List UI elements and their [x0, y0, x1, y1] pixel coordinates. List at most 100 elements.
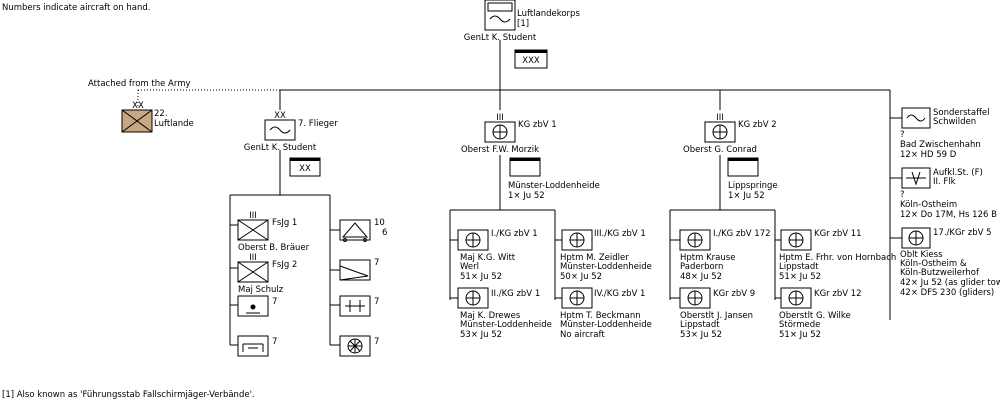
- support-e-count: 7: [374, 297, 379, 307]
- kg2-g4-base: Störmede: [779, 320, 820, 330]
- support-unit-d: 7: [339, 258, 379, 281]
- support-b-count: 7: [272, 337, 277, 347]
- support-a-count: 7: [272, 297, 277, 307]
- support-f-count: 7: [374, 337, 379, 347]
- aufkl-q: ?: [900, 190, 905, 200]
- kg1-g2-base: Münster-Loddenheide: [460, 320, 552, 330]
- support-unit-e: 7: [339, 295, 379, 317]
- kgr5-name: 17./KGr zbV 5: [933, 228, 992, 238]
- kg1-g4-name: IV./KG zbV 1: [594, 289, 645, 299]
- kg2-g3-ac: 51× Ju 52: [779, 272, 821, 282]
- army-unit: XX 22. Luftlande: [121, 101, 194, 133]
- supply-symbol: [237, 335, 269, 357]
- aufkl-name: Aufkl.St. (F): [933, 168, 983, 178]
- kg2-g2-base: Lippstadt: [680, 320, 720, 330]
- kgr5-ac-1: 42× Ju 52 (as glider tows): [900, 278, 1000, 288]
- artillery-symbol: [339, 219, 371, 241]
- sonderstaffel-unit: Sonderstaffel Schwilden ? Bad Zwischenha…: [900, 107, 990, 160]
- kg2-g2-ac: 53× Ju 52: [680, 330, 722, 340]
- hq-flag-size: XXX: [522, 56, 540, 66]
- hq-name: Luftlandekorps: [517, 9, 580, 19]
- fsjg1-name: FsJg 1: [272, 218, 297, 228]
- signal-symbol: [339, 259, 371, 281]
- connector-lines: [137, 40, 902, 346]
- kg1-g2-cmd: Maj K. Drewes: [460, 311, 521, 321]
- support-c-count-2: 6: [382, 228, 387, 238]
- kg2-g2-cmd: Oberstlt J. Jansen: [680, 311, 753, 321]
- flieger-name: 7. Flieger: [298, 119, 338, 129]
- army-name-2: Luftlande: [154, 119, 194, 129]
- kg1-group-3: III./KG zbV 1 Hptm M. Zeidler Münster-Lo…: [560, 229, 652, 282]
- kg1-g1-cmd: Maj K.G. Witt: [460, 253, 516, 263]
- aufkl-ac: 12× Do 17M, Hs 126 B: [900, 210, 997, 220]
- support-unit-f: 7: [339, 335, 379, 357]
- kg2-name: KG zbV 2: [738, 120, 777, 130]
- kg2-g2-name: KGr zbV 9: [713, 289, 755, 299]
- kg1-g1-name: I./KG zbV 1: [491, 229, 538, 239]
- kgr5-cmd: Oblt Kiess: [900, 250, 943, 260]
- army-name-1: 22.: [154, 109, 168, 119]
- kg2-g3-name: KGr zbV 11: [814, 229, 862, 239]
- kg1-name: KG zbV 1: [518, 120, 557, 130]
- aufkl-name-2: II. Flk: [933, 177, 956, 187]
- kg2-aircraft: 1× Ju 52: [728, 191, 765, 201]
- sonderstaffel-ac: 12× HD 59 D: [900, 150, 957, 160]
- army-size-marker: XX: [132, 101, 144, 111]
- sonderstaffel-name-2: Schwilden: [933, 117, 976, 127]
- fsjg1-unit: III FsJg 1 Oberst B. Bräuer: [237, 211, 310, 253]
- support-d-count: 7: [374, 258, 379, 268]
- kg1-base: Münster-Loddenheide: [508, 181, 600, 191]
- sonderstaffel-name: Sonderstaffel: [933, 108, 990, 118]
- header-note: Numbers indicate aircraft on hand.: [2, 3, 150, 13]
- kg2-echelon: III: [716, 113, 724, 123]
- kg1-unit: III KG zbV 1 Oberst F.W. Morzik Münster-…: [461, 113, 600, 201]
- kg1-g1-ac: 51× Ju 52: [460, 272, 502, 282]
- kg2-g4-ac: 51× Ju 52: [779, 330, 821, 340]
- kgr5-base-2: Köln-Butzweilerhof: [900, 268, 980, 278]
- fsjg2-name: FsJg 2: [272, 260, 297, 270]
- hq-unit: XXX Luftlandekorps [1] GenLt K. Student …: [464, 0, 580, 69]
- kg1-g4-base: Münster-Loddenheide: [560, 320, 652, 330]
- flieger-commander: GenLt K. Student: [244, 143, 317, 153]
- kg2-commander: Oberst G. Conrad: [683, 145, 757, 155]
- kg2-g1-cmd: Hptm Krause: [680, 253, 735, 263]
- kg1-g3-ac: 50× Ju 52: [560, 272, 602, 282]
- sonderstaffel-q: ?: [900, 130, 905, 140]
- support-c-count: 10: [374, 218, 385, 228]
- kg2-group-2: KGr zbV 9 Oberstlt J. Jansen Lippstadt 5…: [679, 287, 755, 340]
- kg1-group-4: IV./KG zbV 1 Hptm T. Beckmann Münster-Lo…: [560, 287, 652, 340]
- kg2-g1-base: Paderborn: [680, 262, 723, 272]
- support-unit-c: 10 6: [339, 218, 387, 242]
- attached-label: Attached from the Army: [88, 79, 191, 89]
- fsjg1-echelon: III: [249, 211, 257, 221]
- aufkl-base: Köln-Ostheim: [900, 200, 957, 210]
- sonderstaffel-base: Bad Zwischenhahn: [900, 140, 981, 150]
- support-unit-b: 7: [237, 335, 277, 357]
- kgr5-unit: 17./KGr zbV 5 Oblt Kiess Köln-Ostheim & …: [900, 227, 1000, 298]
- kg1-g1-base: Werl: [460, 262, 479, 272]
- kg1-g2-name: II./KG zbV 1: [491, 289, 540, 299]
- footnote: [1] Also known as 'Führungsstab Fallschi…: [2, 390, 255, 400]
- kg2-g1-ac: 48× Ju 52: [680, 272, 722, 282]
- flieger-size-marker: XX: [274, 111, 286, 121]
- kg1-aircraft: 1× Ju 52: [508, 191, 545, 201]
- aufkl-unit: Aufkl.St. (F) II. Flk ? Köln-Ostheim 12×…: [900, 167, 997, 220]
- fsjg2-commander: Maj Schulz: [238, 285, 284, 295]
- kg1-g2-ac: 53× Ju 52: [460, 330, 502, 340]
- kg1-g4-ac: No aircraft: [560, 330, 605, 340]
- kg2-g3-base: Lippstadt: [779, 262, 819, 272]
- kg1-g3-cmd: Hptm M. Zeidler: [560, 253, 629, 263]
- kg1-group-2: II./KG zbV 1 Maj K. Drewes Münster-Lodde…: [457, 287, 552, 340]
- kg2-group-4: KGr zbV 12 Oberstlt G. Wilke Störmede 51…: [779, 287, 862, 340]
- kg2-g4-name: KGr zbV 12: [814, 289, 862, 299]
- kg2-base: Lippspringe: [728, 181, 778, 191]
- kg2-g4-cmd: Oberstlt G. Wilke: [779, 311, 851, 321]
- kg2-unit: III KG zbV 2 Oberst G. Conrad Lippspring…: [683, 113, 778, 201]
- fsjg2-unit: III FsJg 2 Maj Schulz: [237, 253, 297, 295]
- kg1-commander: Oberst F.W. Morzik: [461, 145, 539, 155]
- kg2-g3-cmd: Hptm E. Frhr. von Hornbach: [779, 253, 896, 263]
- kg1-echelon: III: [496, 113, 504, 123]
- support-unit-a: 7: [237, 295, 277, 317]
- hq-commander: GenLt K. Student: [464, 33, 537, 43]
